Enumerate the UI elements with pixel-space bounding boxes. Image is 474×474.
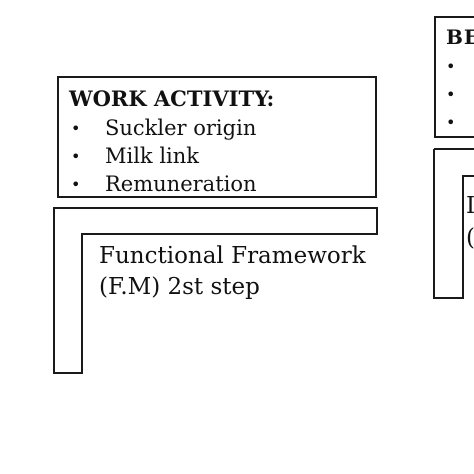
l-frame-shape: [53, 207, 378, 374]
list-item: •: [446, 52, 474, 80]
list-item-label: Suckler origin: [105, 116, 257, 140]
bullet-icon: •: [446, 84, 456, 104]
list-item: • Milk link: [69, 142, 365, 170]
work-activity-box: WORK ACTIVITY: • Suckler origin • Milk l…: [57, 76, 377, 198]
right-frame-label: I (: [466, 190, 474, 254]
right-frame-line2: (: [466, 222, 474, 254]
right-frame-line1: I: [466, 193, 474, 219]
list-item: •: [446, 108, 474, 136]
right-l-frame-shape: [433, 148, 474, 299]
bullet-icon: •: [446, 112, 456, 132]
list-item-label: Milk link: [105, 144, 200, 168]
functional-framework-line1: Functional Framework: [99, 243, 366, 269]
list-item: • Suckler origin: [69, 114, 365, 142]
list-item-label: Remuneration: [105, 172, 257, 196]
list-item: •: [446, 80, 474, 108]
functional-framework-line2: (F.M) 2st step: [99, 274, 260, 300]
right-l-frame-path: [433, 148, 474, 299]
right-box-title: BE: [446, 25, 474, 49]
l-frame-path: [53, 207, 378, 374]
bullet-icon: •: [446, 56, 456, 76]
list-item: • Remuneration: [69, 170, 365, 198]
work-activity-title: WORK ACTIVITY:: [69, 86, 275, 111]
bullet-icon: •: [71, 118, 81, 138]
functional-framework-label: Functional Framework (F.M) 2st step: [99, 241, 399, 303]
bullet-icon: •: [71, 146, 81, 166]
work-activity-list: • Suckler origin • Milk link • Remunerat…: [69, 114, 365, 198]
right-box-list: • • •: [446, 52, 474, 136]
right-partial-frame: [433, 148, 474, 300]
functional-framework-frame: [53, 207, 379, 375]
right-partial-box: BE • • •: [434, 16, 474, 138]
bullet-icon: •: [71, 174, 81, 194]
